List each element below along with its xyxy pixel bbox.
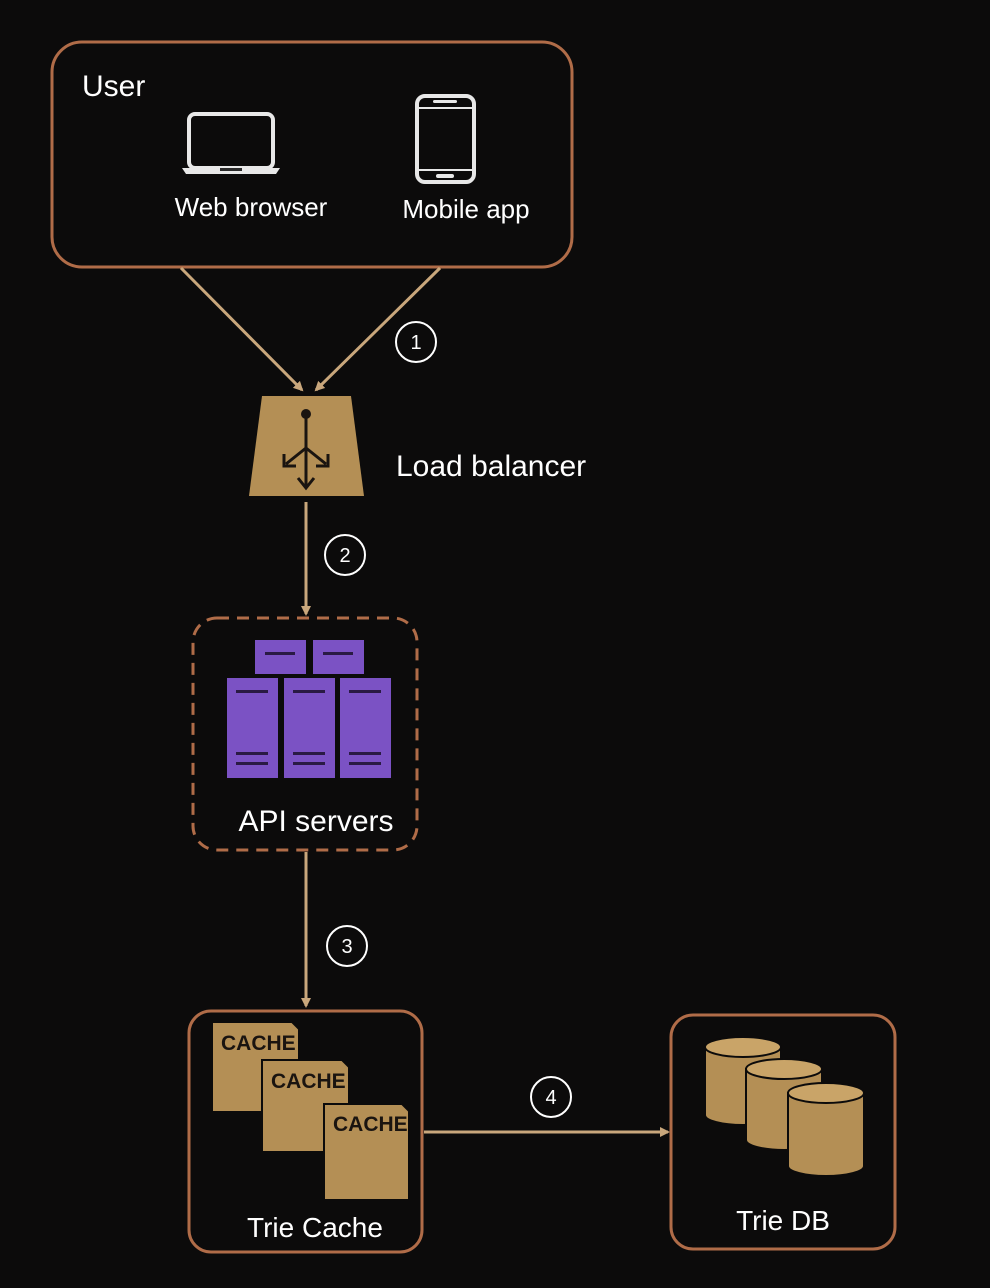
cache-tile-1-label: CACHE [221, 1032, 296, 1055]
step-3-number: 3 [341, 936, 352, 958]
step-1-number: 1 [410, 332, 421, 354]
step-2-number: 2 [339, 545, 350, 567]
laptop-icon [182, 112, 280, 174]
step-4-badge: 4 [530, 1076, 572, 1118]
user-group: User Web browser Mobile app [50, 40, 574, 269]
mobile-app-label: Mobile app [402, 194, 529, 224]
cache-tile-3-label: CACHE [333, 1113, 408, 1136]
step-4-number: 4 [545, 1087, 556, 1109]
trie-cache-group: CACHE CACHE CACHE Trie Cache [187, 1009, 424, 1254]
arrow-web-to-lb [179, 266, 304, 392]
web-browser-label: Web browser [175, 192, 328, 222]
api-servers-group: API servers [191, 616, 419, 852]
step-3-badge: 3 [326, 925, 368, 967]
load-balancer-icon [249, 396, 364, 496]
smartphone-icon [415, 94, 476, 184]
cache-icon: CACHE CACHE CACHE [211, 1021, 410, 1201]
step-1-badge: 1 [395, 321, 437, 363]
trie-db-label: Trie DB [736, 1205, 830, 1236]
cache-tile-2-label: CACHE [271, 1070, 346, 1093]
user-title: User [82, 70, 145, 103]
server-rack-icon [227, 640, 391, 778]
trie-cache-label: Trie Cache [247, 1212, 383, 1243]
database-icon [704, 1036, 865, 1177]
load-balancer-label: Load balancer [396, 450, 586, 483]
trie-db-group: Trie DB [669, 1013, 897, 1251]
step-2-badge: 2 [324, 534, 366, 576]
arrow-mobile-to-lb [314, 266, 442, 392]
api-servers-label: API servers [238, 805, 393, 838]
